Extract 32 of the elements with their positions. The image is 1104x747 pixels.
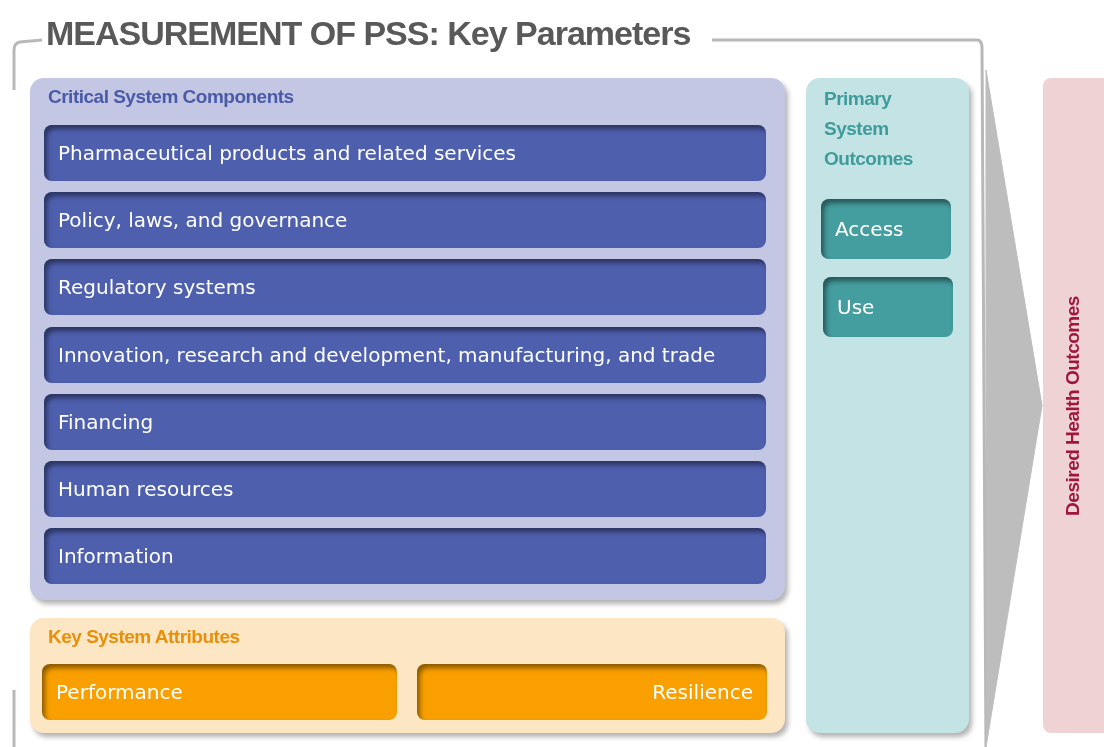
panel-heading: Critical System Components xyxy=(48,86,294,108)
component-bar xyxy=(44,192,766,248)
item-label: Resilience xyxy=(652,680,753,704)
panel-heading: Desired Health Outcomes xyxy=(1062,295,1084,516)
item-label: Information xyxy=(58,544,174,568)
item-label: Pharmaceutical products and related services xyxy=(58,141,516,165)
item-label: Financing xyxy=(58,410,154,434)
attribute-bar xyxy=(417,664,767,720)
item-label: Innovation, research and development, manufacturing, and trade xyxy=(58,343,716,367)
component-bar xyxy=(44,528,766,584)
health-outcomes-panel xyxy=(1043,78,1104,733)
outcome-bar xyxy=(821,199,951,259)
attribute-panel xyxy=(30,618,785,733)
component-bar xyxy=(44,125,766,181)
panel-heading: Primary System Outcomes xyxy=(824,87,914,171)
component-bar xyxy=(44,259,766,315)
component-panel xyxy=(30,78,785,600)
item-label: Human resources xyxy=(58,477,234,501)
outcome-bar xyxy=(823,277,953,337)
component-bar xyxy=(44,327,766,383)
item-label: Access xyxy=(835,217,904,241)
frame-heading: MEASUREMENT OF PSS: Key Parameters xyxy=(46,14,691,53)
attribute-bar xyxy=(42,664,397,720)
chevron-arrow xyxy=(985,69,1043,747)
panel-heading: Key System Attributes xyxy=(48,626,240,648)
item-label: Use xyxy=(837,295,875,319)
item-label: Regulatory systems xyxy=(58,275,256,299)
component-bar xyxy=(44,394,766,450)
item-label: Policy, laws, and governance xyxy=(58,208,348,232)
component-bar xyxy=(44,461,766,517)
outcome-panel xyxy=(806,78,969,733)
item-label: Performance xyxy=(56,680,183,704)
